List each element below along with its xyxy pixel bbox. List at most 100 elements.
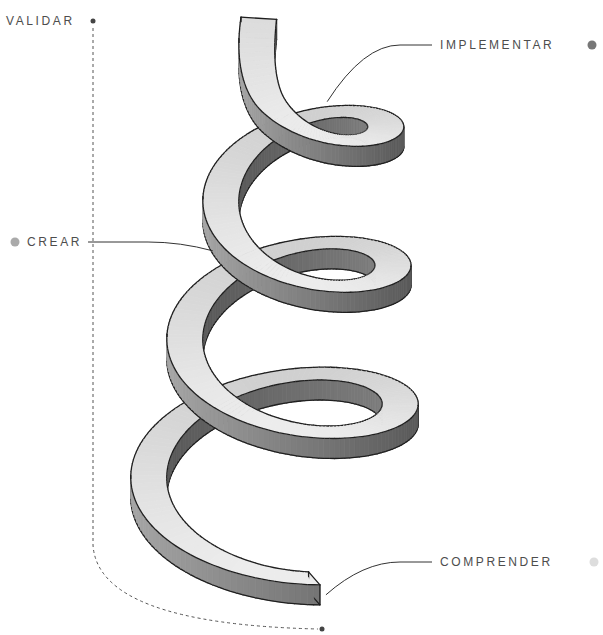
ribbon-outer-wall <box>402 423 405 445</box>
ribbon-edge <box>240 377 246 379</box>
ribbon-edge <box>300 380 304 382</box>
ribbon-edge <box>239 28 241 33</box>
ribbon-inner-wall <box>306 251 310 272</box>
ribbon-edge <box>278 383 283 385</box>
ribbon-edge <box>259 408 264 409</box>
ribbon-edge <box>305 400 309 402</box>
ribbon-edge <box>166 412 170 415</box>
ribbon-inner-wall <box>295 253 299 274</box>
ribbon-edge <box>309 379 313 380</box>
ribbon-edge <box>287 381 292 383</box>
ribbon-inner-wall <box>348 382 351 403</box>
ribbon-edge <box>291 401 296 403</box>
ribbon-edge <box>130 484 132 488</box>
ribbon-edge <box>238 53 240 58</box>
ribbon-edge <box>264 372 270 373</box>
ribbon-inner-wall <box>273 384 278 405</box>
ribbon-edge <box>367 125 368 127</box>
ribbon-edge <box>309 399 313 400</box>
ribbon-edge <box>367 126 368 128</box>
ribbon-edge <box>152 425 155 429</box>
ribbon-outer-wall <box>265 114 268 136</box>
ribbon-edge <box>273 259 277 260</box>
ribbon-edge <box>373 261 375 263</box>
ribbon-edge <box>139 507 141 511</box>
ribbon-edge <box>264 246 269 248</box>
ribbon-edge <box>141 511 143 515</box>
ribbon-edge <box>187 289 190 292</box>
ribbon-edge <box>274 43 275 47</box>
ribbon-inner-wall <box>282 383 287 404</box>
ribbon-edge <box>197 279 201 282</box>
ribbon-edge <box>367 125 369 127</box>
ribbon-edge <box>264 407 269 408</box>
ribbon-edge <box>175 405 180 408</box>
ribbon-inner-wall <box>188 426 191 449</box>
ribbon-edge <box>138 444 140 448</box>
ribbon-edge <box>366 123 368 125</box>
ribbon-top-face <box>239 33 275 38</box>
ribbon-edge <box>239 58 241 63</box>
ribbon-edge <box>252 374 258 375</box>
ribbon-edge <box>300 111 304 112</box>
ribbon-inner-wall <box>275 34 276 59</box>
ribbon-top-face <box>167 330 203 334</box>
ribbon-edge <box>137 503 139 507</box>
spiral-segment <box>240 23 276 49</box>
ribbon-edge <box>204 433 208 436</box>
ribbon-edge <box>371 257 372 259</box>
ribbon-edge <box>159 418 163 421</box>
ribbon-inner-wall <box>322 380 326 400</box>
ribbon-edge <box>364 122 366 124</box>
ribbon-edge <box>283 368 289 370</box>
ribbon-inner-wall <box>198 418 201 441</box>
ribbon-edge <box>278 403 283 405</box>
ribbon-edge <box>275 19 277 24</box>
ribbon-inner-wall <box>333 249 336 269</box>
ribbon-edge <box>245 392 250 394</box>
ribbon-edge <box>143 436 146 440</box>
ribbon-edge <box>371 258 373 260</box>
ribbon-edge <box>171 409 175 412</box>
ribbon-edge <box>277 369 283 371</box>
ribbon-inner-wall <box>330 380 334 400</box>
ribbon-edge <box>305 380 309 382</box>
ribbon-edge <box>273 384 278 385</box>
ribbon-edge <box>282 382 287 384</box>
ribbon-inner-wall <box>358 385 361 406</box>
ribbon-edge <box>268 386 273 387</box>
ribbon-inner-wall <box>227 286 230 308</box>
ribbon-inner-wall <box>268 386 273 407</box>
ribbon-inner-wall <box>352 383 355 404</box>
ribbon-edge <box>208 271 212 274</box>
ribbon-edge <box>130 467 132 471</box>
ribbon-edge <box>234 379 240 381</box>
ribbon-edge <box>274 34 276 39</box>
ribbon-edge <box>240 67 242 71</box>
ribbon-edge <box>269 244 274 245</box>
ribbon-edge <box>273 404 278 405</box>
ribbon-inner-wall <box>236 279 239 301</box>
ribbon-edge <box>131 463 133 467</box>
ribbon-edge <box>259 388 264 389</box>
ribbon-edge <box>258 373 264 374</box>
ribbon-edge <box>140 440 142 444</box>
ribbon-edge <box>241 394 245 396</box>
ribbon-inner-wall <box>334 381 338 401</box>
ribbon-edge <box>296 400 301 402</box>
ribbon-edge <box>289 368 295 370</box>
ribbon-edge <box>162 415 166 418</box>
ribbon-outer-wall <box>375 145 378 165</box>
ribbon-outer-wall <box>270 119 273 141</box>
ribbon-edge <box>274 243 279 244</box>
ribbon-edge <box>238 49 239 54</box>
ribbon-edge <box>363 121 365 123</box>
ribbon-inner-wall <box>264 387 269 408</box>
ribbon-edge <box>268 406 273 407</box>
ribbon-edge <box>146 432 149 436</box>
ribbon-edge <box>241 71 243 75</box>
ribbon-edge <box>131 488 133 492</box>
ribbon-inner-wall <box>323 249 326 269</box>
ribbon-edge <box>362 120 363 122</box>
ribbon-top-face <box>367 123 403 126</box>
